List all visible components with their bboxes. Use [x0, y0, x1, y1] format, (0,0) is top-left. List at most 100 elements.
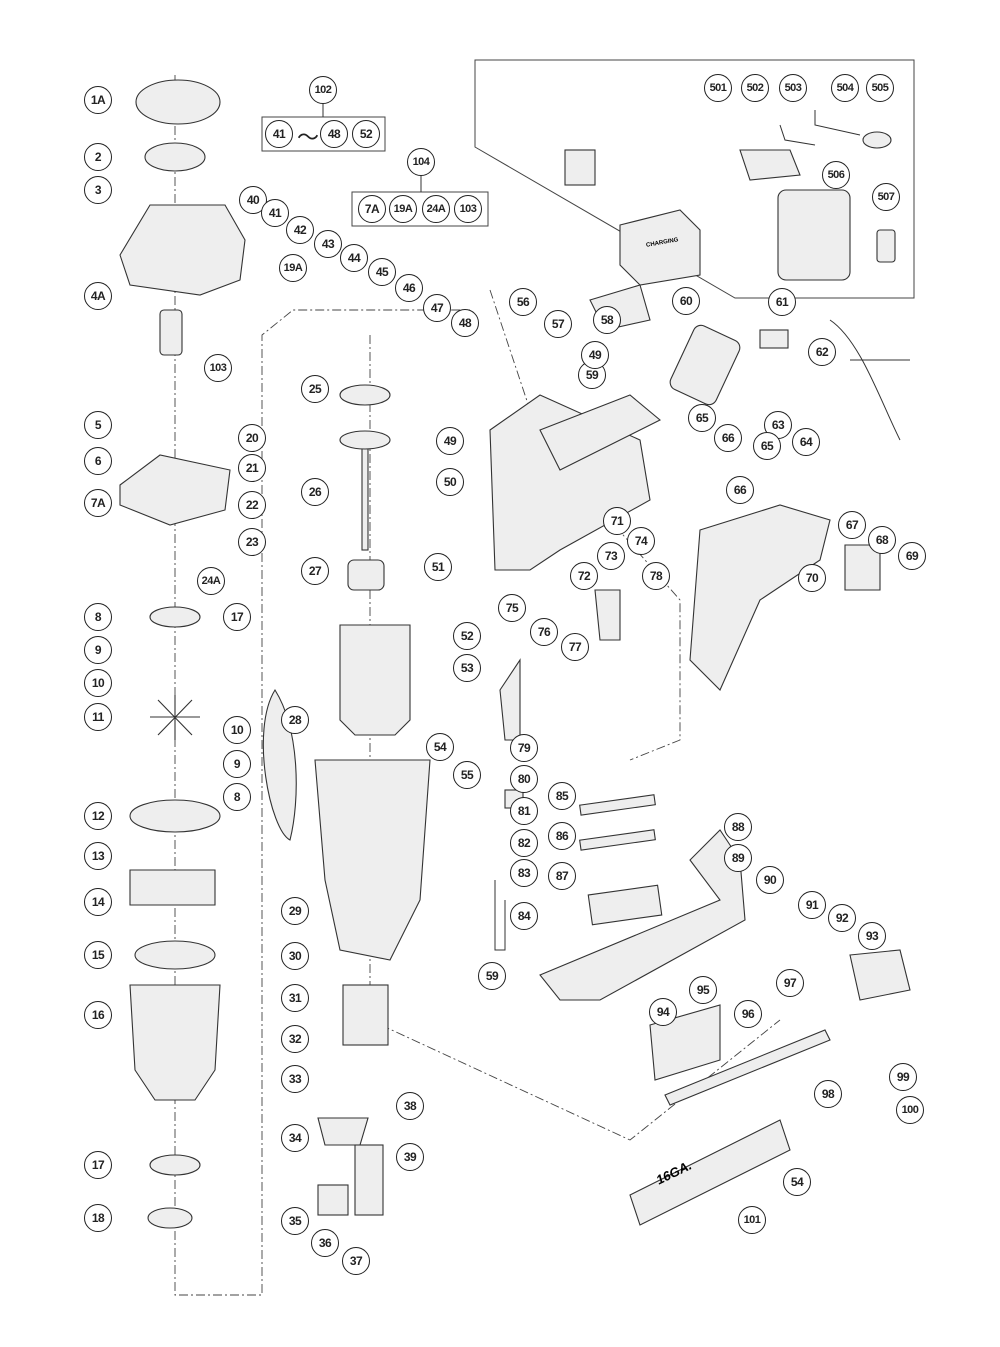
callout-89: 89 [724, 844, 752, 872]
callout-37: 37 [342, 1247, 370, 1275]
callout-79: 79 [510, 734, 538, 762]
oil-bottle-507 [876, 229, 896, 263]
callout-98: 98 [814, 1080, 842, 1108]
callout-16: 16 [84, 1001, 112, 1029]
callout-88: 88 [724, 813, 752, 841]
callout-67: 67 [838, 511, 866, 539]
callout-95: 95 [689, 976, 717, 1004]
callout-51: 51 [424, 553, 452, 581]
callout-90: 90 [756, 866, 784, 894]
callout-25: 25 [301, 375, 329, 403]
callout-62: 62 [808, 338, 836, 366]
callout-57: 57 [544, 310, 572, 338]
callout-65: 65 [753, 432, 781, 460]
callout-15: 15 [84, 941, 112, 969]
callout-86: 86 [548, 822, 576, 850]
callout-82: 82 [510, 829, 538, 857]
callout-4A: 4A [84, 282, 112, 310]
callout-60: 60 [672, 287, 700, 315]
callout-56: 56 [509, 288, 537, 316]
callout-21: 21 [238, 454, 266, 482]
callout-18: 18 [84, 1204, 112, 1232]
callout-24A: 24A [197, 567, 225, 595]
glasses-502 [739, 149, 801, 181]
callout-39: 39 [396, 1143, 424, 1171]
callout-9: 9 [84, 636, 112, 664]
spark-plug-19a [159, 309, 183, 356]
driver-guide-31 [342, 984, 389, 1046]
callout-504: 504 [831, 74, 859, 102]
callout-5: 5 [84, 411, 112, 439]
head-plate-7a [119, 454, 231, 526]
callout-72: 72 [570, 562, 598, 590]
filter-2 [144, 142, 206, 172]
callout-58: 58 [593, 306, 621, 334]
callout-38: 38 [396, 1092, 424, 1120]
switch-72 [594, 589, 621, 641]
gasket-15 [134, 940, 216, 970]
callout-74: 74 [627, 527, 655, 555]
callout-10: 10 [223, 716, 251, 744]
battery-60 [669, 324, 741, 406]
kit-104-box [351, 191, 489, 227]
callout-34: 34 [281, 1124, 309, 1152]
contact-34 [317, 1117, 369, 1146]
callout-48: 48 [451, 309, 479, 337]
callout-11: 11 [84, 703, 112, 731]
callout-23: 23 [238, 528, 266, 556]
label-86 [579, 829, 656, 851]
ring-25 [339, 384, 391, 406]
callout-6: 6 [84, 447, 112, 475]
callout-2: 2 [84, 143, 112, 171]
callout-46: 46 [395, 274, 423, 302]
gasket-12 [129, 799, 221, 833]
callout-42: 42 [286, 216, 314, 244]
label-85 [579, 794, 656, 816]
bumper-27 [347, 559, 385, 591]
retaining-ring-18 [147, 1207, 193, 1229]
callout-101: 101 [738, 1206, 766, 1234]
link-79 [499, 658, 521, 741]
callout-61: 61 [768, 288, 796, 316]
callout-12: 12 [84, 802, 112, 830]
callout-30: 30 [281, 942, 309, 970]
callout-35: 35 [281, 1207, 309, 1235]
callout-53: 53 [453, 654, 481, 682]
callout-14: 14 [84, 888, 112, 916]
o-ring-17b [149, 1154, 201, 1176]
cap-cover-1a [135, 79, 221, 125]
callout-85: 85 [548, 782, 576, 810]
cap-505 [862, 131, 892, 149]
callout-502: 502 [741, 74, 769, 102]
push-lever-36 [317, 1184, 349, 1216]
callout-28: 28 [281, 706, 309, 734]
callout-505: 505 [866, 74, 894, 102]
callout-93: 93 [858, 922, 886, 950]
callout-31: 31 [281, 984, 309, 1012]
plate-87 [587, 884, 663, 926]
adapter [564, 149, 596, 186]
fan-housing-14 [129, 869, 216, 906]
callout-77: 77 [561, 633, 589, 661]
motor-housing-16 [129, 984, 221, 1101]
callout-65: 65 [688, 404, 716, 432]
callout-54: 54 [783, 1168, 811, 1196]
callout-33: 33 [281, 1065, 309, 1093]
callout-507: 507 [872, 183, 900, 211]
kit-104-member-103: 103 [454, 195, 482, 223]
callout-45: 45 [368, 258, 396, 286]
hook-84 [494, 880, 506, 951]
callout-55: 55 [453, 761, 481, 789]
callout-43: 43 [314, 230, 342, 258]
callout-20: 20 [238, 424, 266, 452]
harness-62 [829, 319, 910, 441]
callout-99: 99 [889, 1063, 917, 1091]
callout-52: 52 [453, 622, 481, 650]
callout-7A: 7A [84, 489, 112, 517]
callout-83: 83 [510, 859, 538, 887]
magazine-101 [629, 1119, 791, 1226]
callout-69: 69 [898, 542, 926, 570]
cylinder-52 [339, 624, 411, 736]
